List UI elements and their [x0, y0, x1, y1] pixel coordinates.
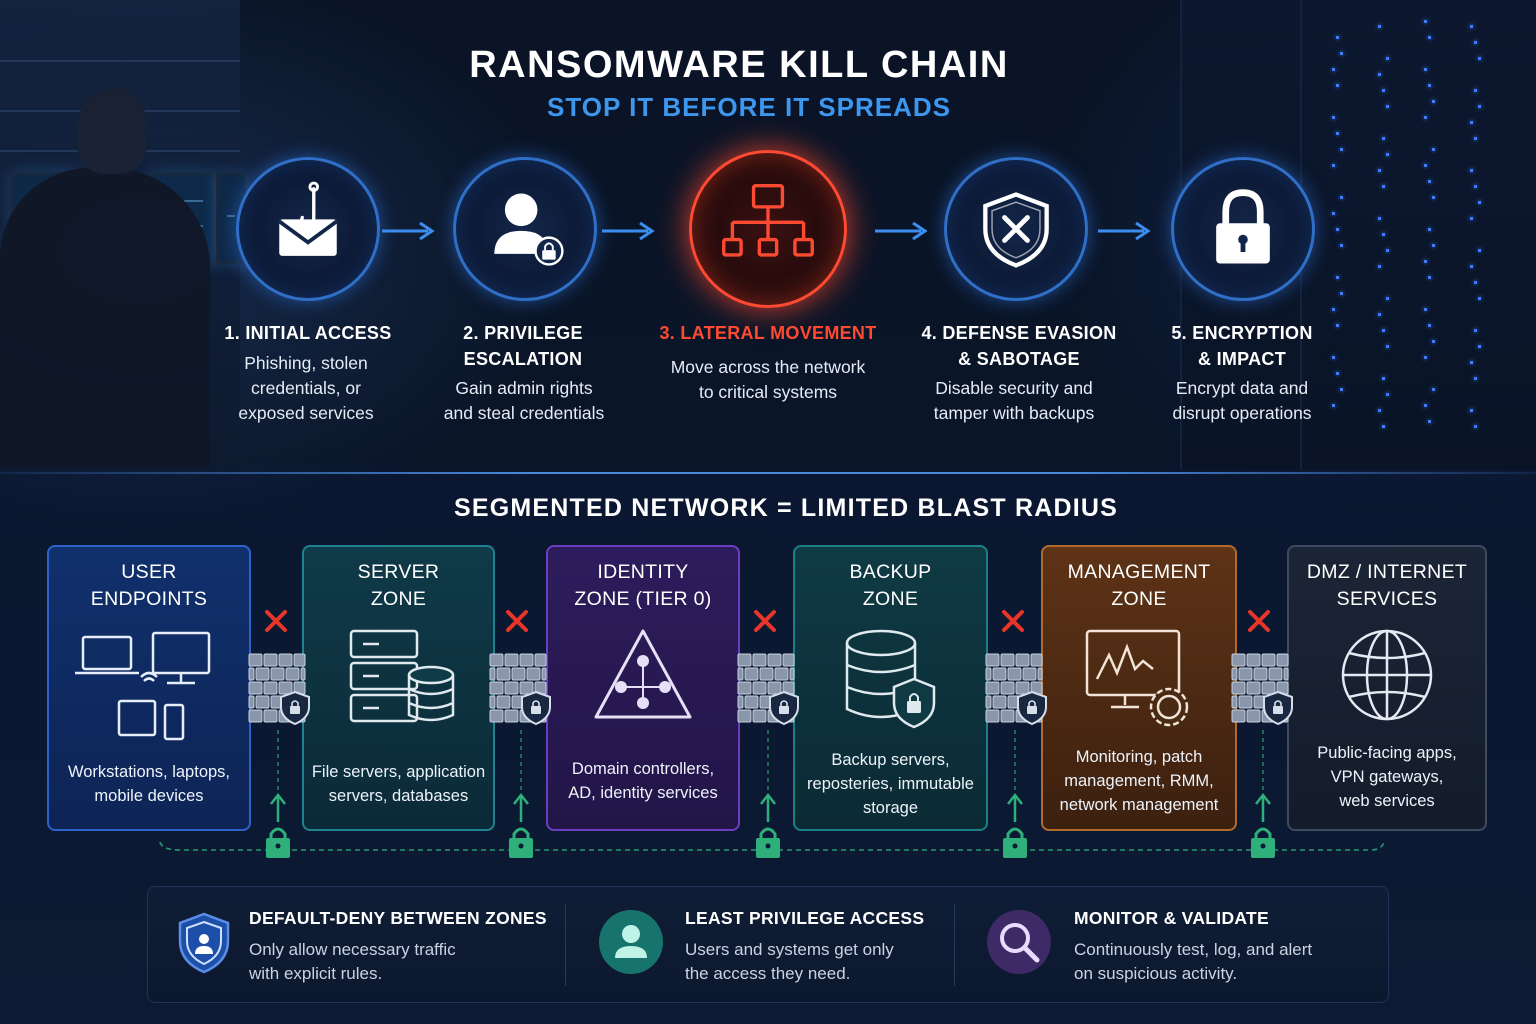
panel-divider: [954, 904, 955, 986]
database-shield-icon: [845, 629, 935, 729]
allowed-path-lock-3: [753, 728, 783, 864]
blocked-x-icon: [754, 610, 776, 632]
allowed-path-lock-5: [1248, 728, 1278, 864]
zone-description: Monitoring, patch management, RMM, netwo…: [1059, 748, 1219, 814]
step-2-circle: [453, 157, 597, 301]
step-1-title: 1. INITIAL ACCESS: [224, 323, 392, 343]
arrow-right-icon: [875, 221, 928, 241]
firewall-block-5: [1228, 610, 1294, 726]
server-rack-image: [1300, 0, 1536, 470]
step-1-circle: [236, 157, 380, 301]
allowed-lock-icon: [509, 730, 533, 858]
allowed-path-lock-4: [1000, 728, 1030, 864]
zone-description: Workstations, laptops, mobile devices: [67, 763, 231, 805]
firewall-icon: [489, 610, 551, 726]
monitor-gear-icon: [1085, 629, 1189, 727]
dashed-connection-line: [159, 841, 1385, 851]
segmentation-heading: SEGMENTED NETWORK = LIMITED BLAST RADIUS: [454, 494, 1118, 522]
step-1-description: Phishing, stolen credentials, or exposed…: [238, 353, 374, 423]
blocked-x-icon: [506, 610, 528, 632]
devices-icon: [75, 631, 211, 741]
zone-title: DMZ / INTERNET SERVICES: [1306, 561, 1468, 610]
zone-description: Domain controllers, AD, identity service…: [568, 760, 718, 802]
zone-management: MANAGEMENT ZONE Monitoring, patch manage…: [1041, 545, 1237, 831]
blocked-x-icon: [1002, 610, 1024, 632]
page-subtitle: STOP IT BEFORE IT SPREADS: [547, 92, 951, 122]
firewall-icon: [1231, 610, 1293, 726]
step-5-description: Encrypt data and disrupt operations: [1172, 378, 1312, 423]
firewall-icon: [737, 610, 799, 726]
firewall-block-1: [245, 610, 311, 726]
principle-description: Users and systems get only the access th…: [685, 940, 894, 983]
principle-title: MONITOR & VALIDATE: [1074, 908, 1269, 928]
step-5-title: 5. ENCRYPTION & IMPACT: [1171, 323, 1313, 369]
allowed-path-lock-2: [506, 728, 536, 864]
step-3-description: Move across the network to critical syst…: [670, 357, 866, 402]
arrow-right-icon: [1098, 221, 1151, 241]
allowed-path-lock-1: [263, 728, 293, 864]
server-database-icon: [349, 629, 454, 723]
principles-panel: [147, 886, 1389, 1003]
phishing-mail-icon: [278, 181, 338, 256]
arrow-right-icon: [382, 221, 435, 241]
page-title: RANSOMWARE KILL CHAIN: [469, 44, 1009, 86]
zone-title: SERVER ZONE: [357, 561, 440, 610]
blocked-x-icon: [265, 610, 287, 632]
step-3-circle: [689, 150, 847, 308]
step-5-circle: [1171, 157, 1315, 301]
firewall-icon: [985, 610, 1047, 726]
firewall-block-3: [734, 610, 800, 726]
user-icon: [599, 910, 663, 974]
step-2-title: 2. PRIVILEGE ESCALATION: [463, 323, 583, 369]
allowed-lock-icon: [1251, 730, 1275, 858]
zone-title: BACKUP ZONE: [849, 561, 932, 610]
principle-title: DEFAULT-DENY BETWEEN ZONES: [249, 908, 547, 928]
step-3-title: 3. LATERAL MOVEMENT: [659, 323, 877, 343]
firewall-icon: [248, 610, 310, 726]
firewall-block-2: [486, 610, 552, 726]
network-hierarchy-icon: [722, 184, 814, 257]
arrow-right-icon: [602, 221, 655, 241]
principle-description: Continuously test, log, and alert on sus…: [1074, 940, 1313, 983]
step-2-description: Gain admin rights and steal credentials: [443, 378, 605, 423]
zone-description: File servers, application servers, datab…: [311, 763, 486, 805]
user-lock-icon: [494, 193, 564, 266]
firewall-block-4: [982, 610, 1048, 726]
panel-divider: [565, 904, 566, 986]
zone-description: Backup servers, reposteries, immutable s…: [807, 751, 974, 817]
zone-server: SERVER ZONE File servers, application se…: [302, 545, 495, 831]
zone-title: MANAGEMENT ZONE: [1067, 561, 1211, 610]
zone-user-endpoints: USER ENDPOINTS Workstations, laptops, mo…: [47, 545, 251, 831]
globe-icon: [1341, 629, 1433, 721]
allowed-lock-icon: [1003, 730, 1027, 858]
step-4-circle: [944, 157, 1088, 301]
step-4-title: 4. DEFENSE EVASION & SABOTAGE: [921, 323, 1117, 369]
padlock-icon: [1216, 189, 1270, 264]
section-divider: [0, 472, 1536, 474]
shield-icon: [178, 912, 230, 974]
office-backdrop-image: [0, 0, 246, 470]
zone-backup: BACKUP ZONE Backup servers, reposteries,…: [793, 545, 988, 831]
principle-description: Only allow necessary traffic with explic…: [249, 940, 456, 983]
zone-identity: IDENTITY ZONE (TIER 0) Domain controller…: [546, 545, 740, 831]
zone-description: Public-facing apps, VPN gateways, web se…: [1317, 744, 1457, 810]
allowed-lock-icon: [266, 730, 290, 858]
step-4-description: Disable security and tamper with backups: [933, 378, 1095, 423]
identity-triangle-icon: [594, 629, 692, 719]
zone-dmz-internet: DMZ / INTERNET SERVICES Public-facing ap…: [1287, 545, 1487, 831]
blocked-x-icon: [1248, 610, 1270, 632]
zone-title: USER ENDPOINTS: [90, 561, 208, 610]
zone-title: IDENTITY ZONE (TIER 0): [574, 561, 712, 610]
principle-title: LEAST PRIVILEGE ACCESS: [685, 908, 925, 928]
magnifier-icon: [987, 910, 1051, 974]
shield-x-icon: [983, 192, 1049, 268]
allowed-lock-icon: [756, 730, 780, 858]
